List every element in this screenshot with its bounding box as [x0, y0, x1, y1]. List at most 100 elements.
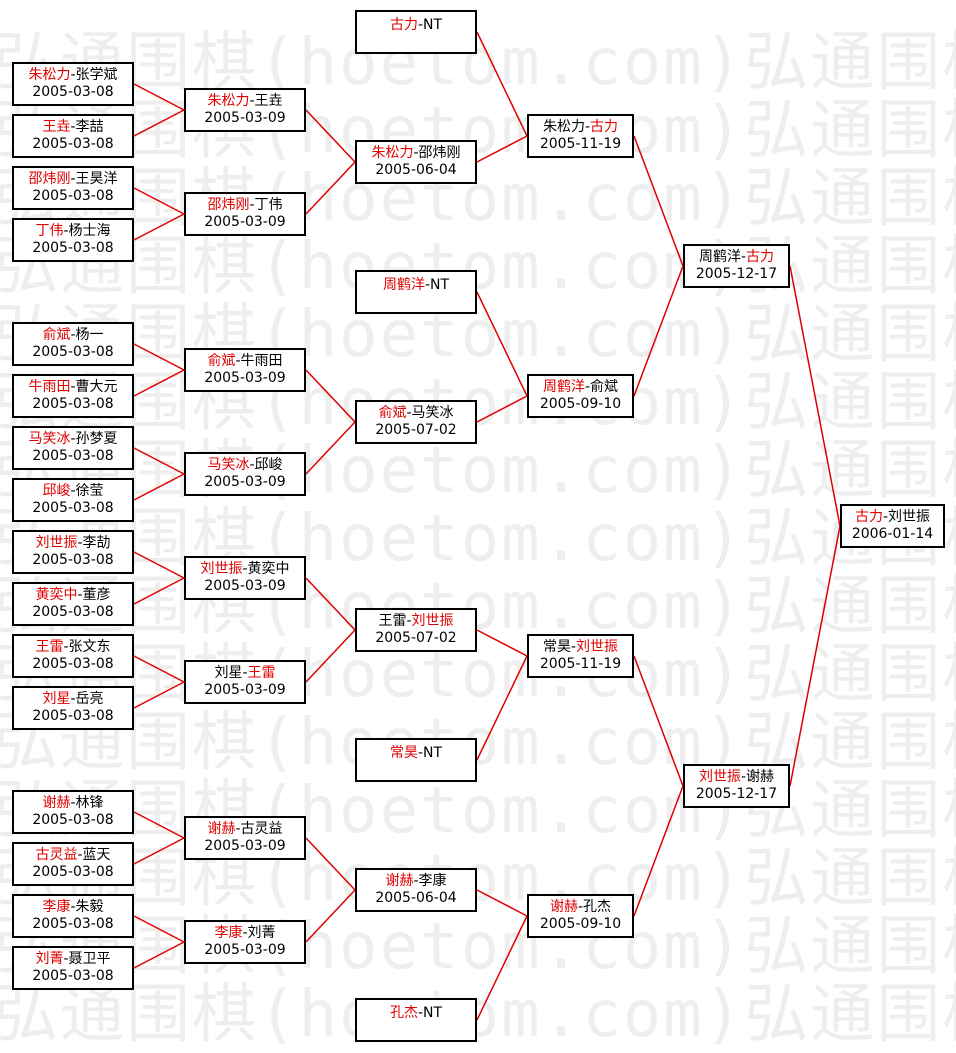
player-1-name: 王雷 [378, 613, 407, 629]
versus-dash: - [63, 951, 69, 967]
match-date: 2005-03-08 [32, 812, 114, 828]
match-date: 2005-07-02 [375, 630, 457, 646]
player-2-name: 刘菁 [247, 925, 276, 941]
versus-dash: - [77, 847, 83, 863]
match-players: 李康-刘菁 [186, 925, 304, 942]
match-date: 2005-03-09 [204, 214, 286, 230]
connector-line [789, 525, 841, 787]
versus-dash: - [577, 899, 584, 915]
match-players: 邵炜刚-王昊洋 [14, 171, 132, 188]
match-date: 2005-11-19 [539, 136, 622, 152]
match-players: 黄奕中-董彦 [14, 587, 132, 604]
player-1-name: 谢赫 [207, 821, 236, 837]
player-2-name: 王垚 [254, 93, 283, 109]
match-players: 周鹤洋-古力 [685, 249, 788, 266]
player-2-name: 古力 [590, 119, 619, 135]
player-1-name: 俞斌 [42, 327, 71, 343]
match-date: 2005-03-08 [32, 344, 114, 360]
player-2-name: 俞斌 [590, 379, 619, 395]
connector-line [476, 655, 528, 761]
match-players: 牛雨田-曹大元 [14, 379, 132, 396]
connector-line [133, 941, 185, 969]
player-2-name: 岳亮 [75, 691, 104, 707]
match-players: 刘星-王雷 [186, 665, 304, 682]
match-players: 俞斌-杨一 [14, 327, 132, 344]
versus-dash: - [242, 925, 248, 941]
match-date: 2005-11-19 [539, 656, 622, 672]
player-2-name: 林锋 [75, 795, 104, 811]
match-date: 2005-03-08 [32, 552, 114, 568]
player-2-name: 牛雨田 [240, 353, 283, 369]
player-2-name: 朱毅 [75, 899, 104, 915]
match-players: 王雷-张文东 [14, 639, 132, 656]
connector-line [133, 83, 185, 111]
match-date: 2005-03-09 [204, 682, 286, 698]
player-2-name: 孙梦夏 [75, 431, 118, 447]
connector-line [133, 109, 185, 137]
match-date: 2005-06-04 [375, 890, 457, 906]
player-1-name: 刘星 [214, 665, 243, 681]
versus-dash: - [70, 795, 76, 811]
player-2-name: NT [423, 17, 443, 33]
connector-line [476, 629, 528, 657]
player-1-name: 李康 [214, 925, 243, 941]
match-date: 2006-01-14 [851, 526, 934, 542]
player-1-name: 马笑冰 [28, 431, 71, 447]
match-players: 古力-NT [357, 17, 475, 34]
player-2-name: 黄奕中 [247, 561, 290, 577]
match-players: 王垚-李喆 [14, 119, 132, 136]
connector-line [305, 837, 356, 891]
connector-line [476, 291, 528, 397]
player-1-name: 王雷 [35, 639, 64, 655]
match-players: 朱松力-邵炜刚 [357, 145, 475, 162]
versus-dash: - [249, 197, 255, 213]
connector-line [476, 889, 528, 917]
connector-line [133, 811, 185, 839]
match-date: 2005-06-04 [375, 162, 457, 178]
versus-dash: - [406, 613, 412, 629]
connector-line [305, 369, 356, 423]
match-players: 刘菁-聂卫平 [14, 951, 132, 968]
player-1-name: 谢赫 [549, 899, 578, 915]
player-2-name: 李劼 [82, 535, 111, 551]
player-2-name: 丁伟 [254, 197, 283, 213]
match-players: 周鹤洋-俞斌 [529, 379, 632, 396]
player-1-name: 邱峻 [42, 483, 71, 499]
connector-line [133, 837, 185, 865]
player-2-name: 张文东 [68, 639, 111, 655]
player-2-name: 刘世振 [888, 509, 931, 525]
player-2-name: 古灵益 [240, 821, 283, 837]
player-2-name: 王雷 [247, 665, 276, 681]
versus-dash: - [584, 379, 591, 395]
player-2-name: 孔杰 [583, 899, 612, 915]
versus-dash: - [740, 249, 747, 265]
versus-dash: - [570, 639, 577, 655]
match-date: 2005-03-08 [32, 864, 114, 880]
player-1-name: 朱松力 [542, 119, 585, 135]
versus-dash: - [70, 67, 76, 83]
versus-dash: - [882, 509, 889, 525]
connector-line [789, 265, 841, 527]
match-date: 2005-03-08 [32, 500, 114, 516]
connector-line [633, 655, 684, 787]
match-date: 2005-03-09 [204, 838, 286, 854]
versus-dash: - [417, 745, 424, 761]
match-box-seed-4: 孔杰-NT [355, 998, 477, 1042]
match-players: 丁伟-杨士海 [14, 223, 132, 240]
player-1-name: 周鹤洋 [542, 379, 585, 395]
player-2-name: 谢赫 [746, 769, 775, 785]
player-1-name: 古力 [389, 17, 418, 33]
match-players: 常昊-刘世振 [529, 639, 632, 656]
player-1-name: 刘世振 [200, 561, 243, 577]
match-date: 2005-12-17 [695, 266, 778, 282]
player-1-name: 刘星 [42, 691, 71, 707]
